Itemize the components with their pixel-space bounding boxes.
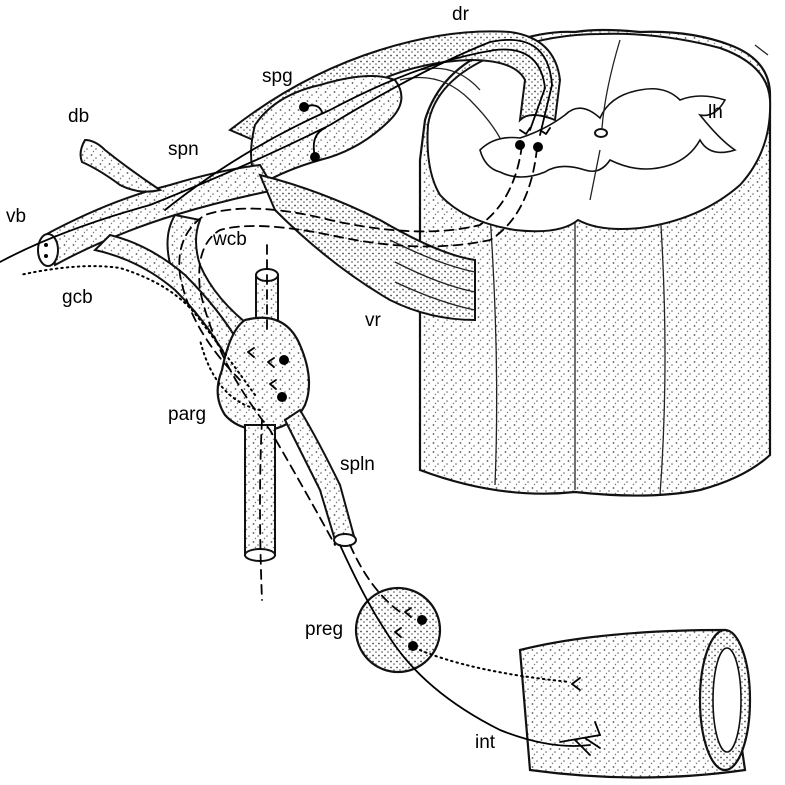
dorsal-root-fiber (399, 76, 501, 139)
spinal-nerve-trunk (43, 163, 277, 267)
label-ventral-branch: vb (6, 206, 26, 227)
paravertebral-ganglion-cell (277, 392, 287, 402)
labels: dr spg db spn lh vb wcb gcb vr parg spln… (6, 4, 723, 753)
intestine-lumen (712, 647, 742, 753)
label-prevertebral-ganglion: preg (305, 619, 343, 640)
preganglionic-fiber (198, 147, 538, 546)
postganglionic-fiber (199, 339, 261, 411)
spinal-ganglion-cell-process (312, 127, 326, 158)
ventral-root-nerve (258, 173, 476, 322)
label-spinal-ganglion: spg (262, 66, 293, 87)
median-fissure (589, 149, 601, 201)
label-white-communicating-branch: wcb (212, 229, 247, 250)
terminal-branch (559, 721, 602, 743)
afferent-fiber (164, 48, 546, 211)
label-dorsal-root: dr (452, 4, 470, 25)
spinal-cord-groove (489, 214, 498, 486)
splanchnic-fiber (349, 544, 401, 613)
neuron-cell-bodies (247, 102, 551, 651)
spinal-ganglion-cell-process (303, 104, 323, 113)
neural-pathways (0, 38, 602, 756)
label-paravertebral-ganglion: parg (168, 404, 206, 425)
ventral-rootlet (394, 281, 476, 311)
label-ventral-root: vr (365, 310, 382, 331)
paravertebral-ganglion-cell (279, 355, 289, 365)
dorsal-branch (79, 138, 163, 193)
lateral-horn-cell (515, 140, 525, 150)
label-lateral-horn: lh (708, 102, 723, 123)
sympathetic-trunk-lower (244, 424, 276, 556)
splanchnic-nerve-cut-end (333, 533, 357, 547)
splanchnic-nerve (283, 408, 357, 541)
intestine (518, 628, 752, 779)
postganglionic-fiber (414, 647, 571, 683)
spinal-cord (418, 28, 772, 497)
label-spinal-nerve: spn (168, 139, 199, 160)
lateral-horn-cell (533, 142, 543, 152)
synapse-terminal (394, 627, 402, 638)
rami-and-paravertebral-ganglion (93, 213, 357, 562)
label-dorsal-branch: db (68, 106, 89, 127)
label-intestine: int (475, 732, 496, 753)
label-grey-communicating-branch: gcb (62, 287, 93, 308)
synapse-terminal (247, 347, 255, 358)
spinal-ganglion (250, 75, 403, 187)
terminal-ending (571, 677, 581, 691)
section-marker (754, 44, 769, 56)
postganglionic-fiber (19, 265, 256, 396)
label-splanchnic-nerve: spln (340, 454, 375, 475)
prevertebral-ganglion-cell (408, 641, 418, 651)
afferent-fiber (0, 38, 553, 263)
dorsal-root-fiber (419, 67, 481, 91)
spinal-ganglion-and-nerve (37, 75, 403, 267)
ventral-branch-fiber-dot (44, 254, 48, 258)
synapse-terminal (267, 357, 275, 368)
central-canal (594, 128, 608, 138)
median-fissure (601, 39, 621, 129)
splanchnic-fiber (339, 544, 591, 747)
sympathetic-trunk-fiber (259, 419, 263, 601)
synapse-terminal (404, 607, 412, 618)
preganglionic-fiber (178, 144, 523, 381)
ventral-branch-fiber-dot (44, 243, 48, 247)
prevertebral-ganglion-cell (417, 615, 427, 625)
synapse-terminal (269, 379, 277, 390)
spinal-cord-groove (659, 209, 666, 496)
synapse-terminal (539, 127, 551, 135)
ventral-rootlet (394, 261, 476, 293)
terminal-branch (574, 739, 591, 756)
synapse-terminal (519, 127, 531, 135)
terminal-branch (584, 737, 601, 749)
